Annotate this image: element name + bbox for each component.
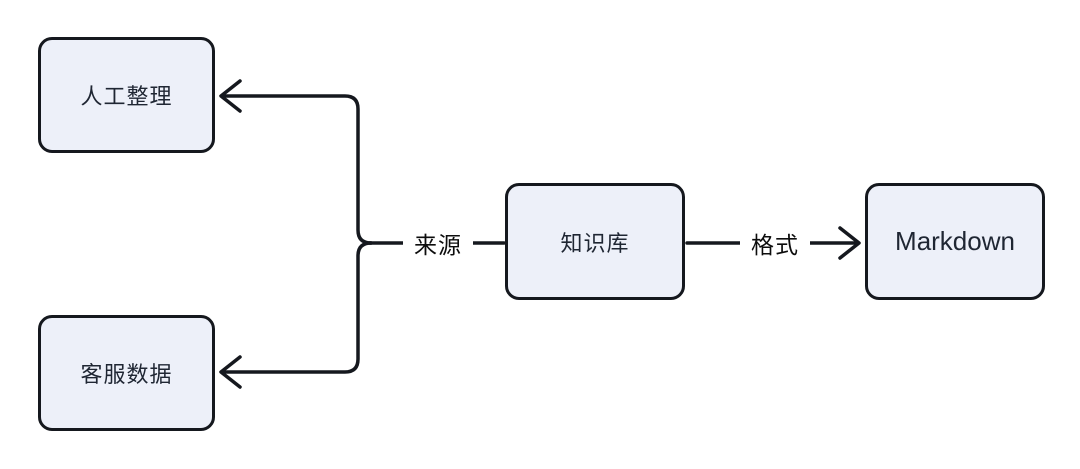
- connector-source-top-branch: [220, 94, 373, 245]
- node-knowledge-base-label: 知识库: [560, 230, 630, 256]
- node-knowledge-base: 知识库: [505, 183, 685, 300]
- node-manual-organization-label: 人工整理: [80, 84, 173, 109]
- arrowhead-into-manual: [219, 79, 242, 113]
- node-markdown: Markdown: [865, 183, 1045, 300]
- arrowhead-into-markdown: [838, 226, 861, 260]
- edge-label-source: 来源: [403, 224, 473, 262]
- node-customer-service-data-label: 客服数据: [80, 362, 173, 387]
- node-markdown-label: Markdown: [895, 226, 1015, 256]
- node-manual-organization: 人工整理: [38, 37, 215, 153]
- edge-label-format: 格式: [740, 224, 810, 262]
- node-customer-service-data: 客服数据: [38, 315, 215, 431]
- arrowhead-into-cs-data: [219, 355, 242, 389]
- connector-source-bottom-branch: [220, 241, 373, 374]
